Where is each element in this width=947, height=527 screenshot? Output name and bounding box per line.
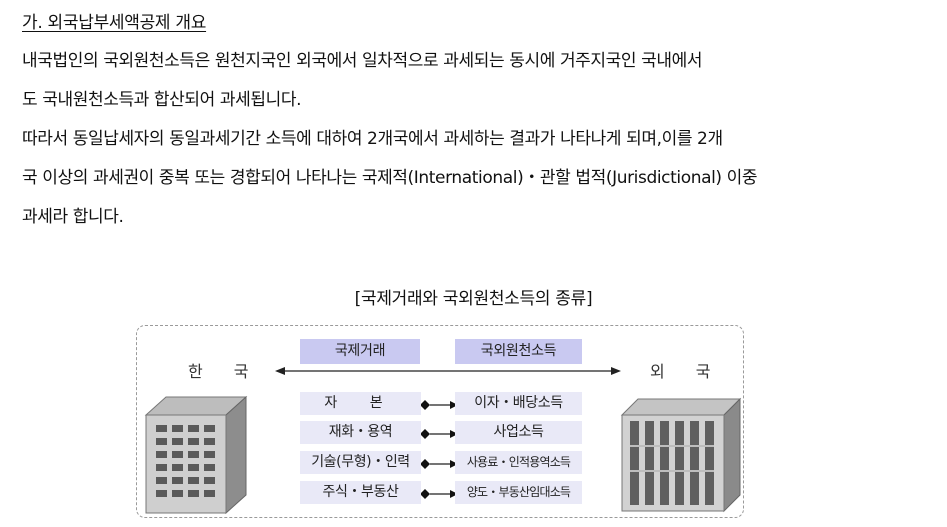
header-international-transaction: 국제거래 (300, 339, 420, 364)
paragraph-line: 도 국내원천소득과 합산되어 과세됩니다. (22, 90, 302, 110)
header-foreign-source-income: 국외원천소득 (455, 339, 582, 364)
income-cell: 사용료・인적용역소득 (455, 451, 582, 474)
row-connector (420, 400, 458, 410)
diagram-frame (136, 325, 744, 518)
double-arrow (275, 367, 621, 375)
income-cell: 양도・부동산임대소득 (455, 481, 582, 504)
income-cell: 이자・배당소득 (455, 392, 582, 415)
paragraph-line: 과세라 합니다. (22, 207, 124, 227)
transaction-cell: 자 본 (300, 392, 421, 415)
paragraph-line: 따라서 동일납세자의 동일과세기간 소득에 대하여 2개국에서 과세하는 결과가… (22, 129, 723, 149)
row-connector (420, 459, 458, 469)
paragraph-double-taxation: 따라서 동일납세자의 동일과세기간 소득에 대하여 2개국에서 과세하는 결과가… (22, 120, 758, 237)
country-label-foreign: 외 국 (650, 362, 724, 381)
section-title: 가. 외국납부세액공제 개요 (22, 13, 207, 33)
paragraph-line: 내국법인의 국외원천소득은 원천지국인 외국에서 일차적으로 과세되는 동시에 … (22, 51, 703, 71)
row-connector (420, 429, 458, 439)
income-cell: 사업소득 (455, 421, 582, 444)
transaction-cell: 기술(무형)・인력 (300, 451, 421, 474)
row-connector (420, 489, 458, 499)
transaction-cell: 주식・부동산 (300, 481, 421, 504)
transaction-cell: 재화・용역 (300, 421, 421, 444)
korea-building-icon (144, 395, 248, 515)
diagram-drawing (144, 367, 742, 515)
paragraph-line: 국 이상의 과세권이 중복 또는 경합되어 나타나는 국제적(Internati… (22, 168, 758, 188)
country-label-korea: 한 국 (188, 362, 262, 381)
paragraph-overview: 내국법인의 국외원천소득은 원천지국인 외국에서 일차적으로 과세되는 동시에 … (22, 42, 703, 120)
foreign-building-icon (620, 397, 742, 513)
figure-caption: [국제거래와 국외원천소득의 종류] (354, 289, 593, 309)
